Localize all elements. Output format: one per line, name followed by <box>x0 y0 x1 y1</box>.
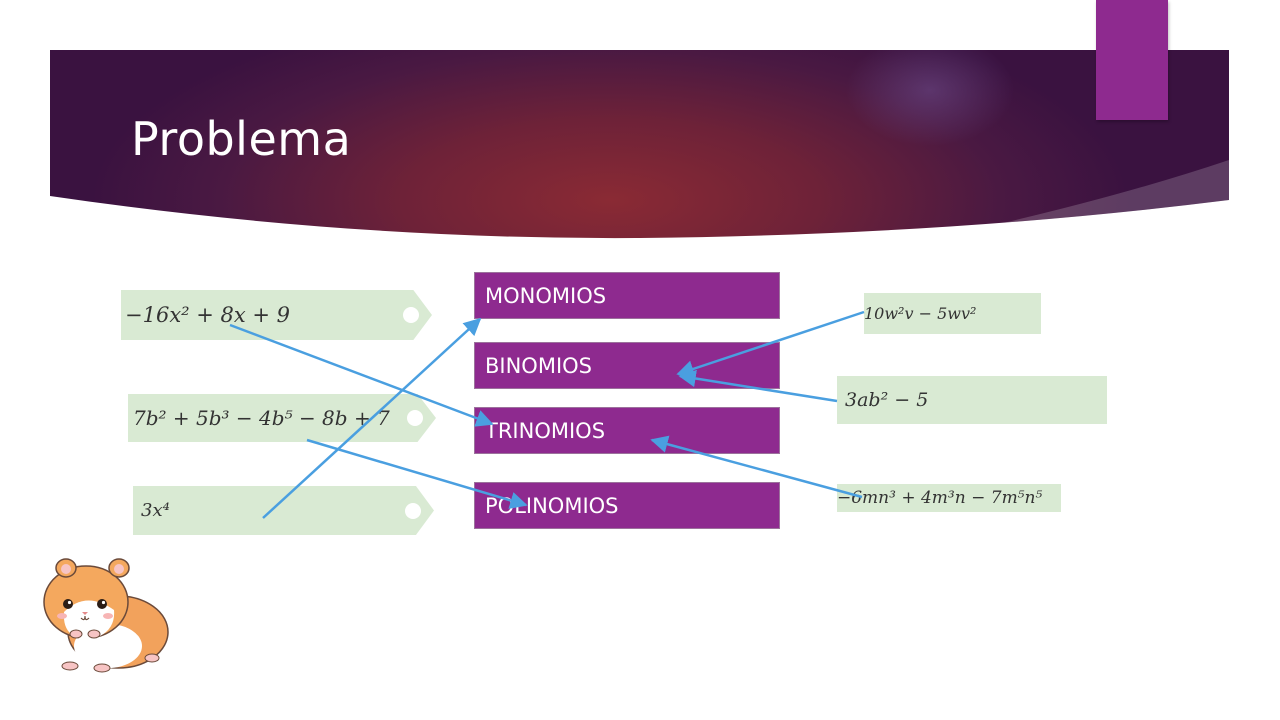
left-expression-monomial[interactable]: 3x⁴ <box>133 486 434 535</box>
tag-hole-icon <box>407 410 423 426</box>
hamster-illustration <box>43 558 169 673</box>
category-label: MONOMIOS <box>485 283 607 308</box>
category-trinomios[interactable]: TRINOMIOS <box>475 408 779 453</box>
tag-hole-icon <box>405 502 421 519</box>
left-expression-quadratic[interactable]: −16x² + 8x + 9 <box>121 290 432 340</box>
header-accent-tab <box>1096 0 1168 120</box>
expression-text: 10w²v − 5wv² <box>864 304 977 323</box>
page-title: Problema <box>131 112 352 166</box>
category-label: BINOMIOS <box>485 353 593 378</box>
category-label: TRINOMIOS <box>485 418 606 443</box>
category-label: POLINOMIOS <box>485 493 619 518</box>
expression-text: 3x⁴ <box>141 500 170 521</box>
expression-text: 3ab² − 5 <box>845 389 929 411</box>
category-binomios[interactable]: BINOMIOS <box>475 343 779 388</box>
right-expression-binomial-wv[interactable]: 10w²v − 5wv² <box>864 293 1041 334</box>
tag-hole-icon <box>403 307 419 323</box>
expression-text: 7b² + 5b³ − 4b⁵ − 8b + 7 <box>133 406 390 430</box>
expression-text: −16x² + 8x + 9 <box>125 303 291 327</box>
expression-text: −6mn³ + 4m³n − 7m⁵n⁵ <box>837 488 1043 508</box>
category-polinomios[interactable]: POLINOMIOS <box>475 483 779 528</box>
right-expression-trinomial-mn[interactable]: −6mn³ + 4m³n − 7m⁵n⁵ <box>837 484 1061 512</box>
header-band <box>50 50 1229 240</box>
right-expression-binomial-ab[interactable]: 3ab² − 5 <box>837 376 1107 424</box>
category-monomios[interactable]: MONOMIOS <box>475 273 779 318</box>
left-expression-polynomial-b[interactable]: 7b² + 5b³ − 4b⁵ − 8b + 7 <box>128 394 436 442</box>
